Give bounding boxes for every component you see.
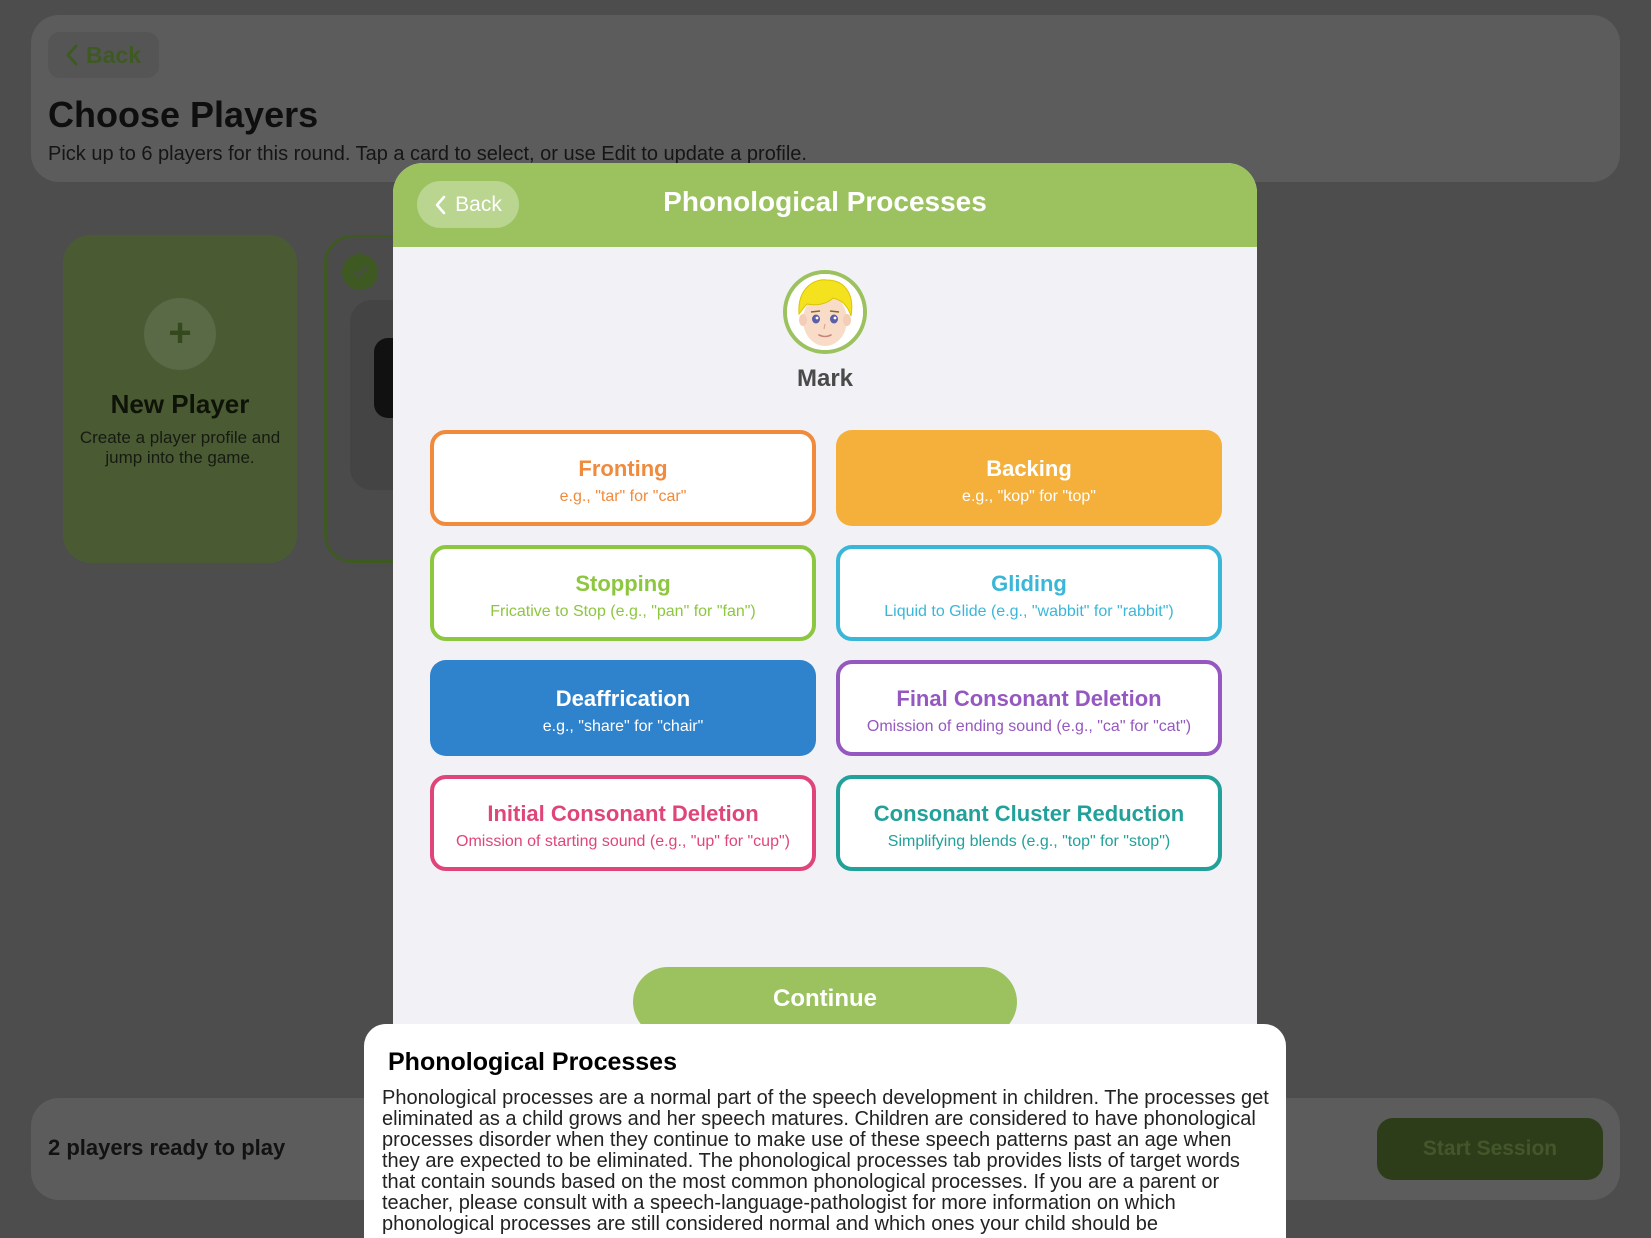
player-name: Mark	[796, 365, 854, 392]
process-title: Final Consonant Deletion	[896, 686, 1162, 711]
modal-header	[393, 163, 1257, 247]
page-header	[31, 15, 1620, 182]
boy-avatar-icon	[787, 274, 863, 350]
page-subtitle: Pick up to 6 players for this round. Tap…	[48, 143, 807, 165]
process-title: Backing	[986, 456, 1072, 481]
process-title: Consonant Cluster Reduction	[873, 801, 1185, 826]
process-button-backing[interactable]: Backing e.g., "kop" for "top"	[836, 430, 1222, 526]
process-example: Simplifying blends (e.g., "top" for "sto…	[887, 833, 1171, 850]
chevron-left-icon	[435, 195, 446, 214]
page-back-button[interactable]: Back	[48, 32, 159, 78]
player-avatar-hair	[374, 338, 394, 418]
checkmark-icon	[352, 266, 368, 278]
chevron-left-icon	[66, 44, 78, 66]
modal-back-label: Back	[455, 192, 502, 216]
new-player-title: New Player	[110, 389, 250, 419]
process-button-fronting[interactable]: Fronting e.g., "tar" for "car"	[430, 430, 816, 526]
info-popover: Phonological Processes Phonological proc…	[364, 1024, 1286, 1238]
info-body: Phonological processes are a normal part…	[382, 1087, 1269, 1235]
plus-icon: +	[144, 298, 216, 370]
players-ready-text: 2 players ready to play	[48, 1135, 286, 1160]
process-title: Fronting	[578, 456, 668, 481]
process-title: Initial Consonant Deletion	[487, 801, 759, 826]
process-button-deaffrication[interactable]: Deaffrication e.g., "share" for "chair"	[430, 660, 816, 756]
new-player-card[interactable]: + New Player Create a player profile and…	[63, 235, 297, 563]
process-example: e.g., "share" for "chair"	[542, 718, 704, 735]
start-session-button[interactable]: Start Session	[1377, 1118, 1603, 1180]
modal-title: Phonological Processes	[663, 186, 987, 217]
page-back-label: Back	[86, 41, 141, 68]
modal-back-button[interactable]: Back	[417, 181, 519, 228]
page-title: Choose Players	[48, 94, 319, 135]
process-example: e.g., "tar" for "car"	[559, 488, 687, 505]
process-example: Omission of ending sound (e.g., "ca" for…	[866, 718, 1192, 735]
info-title: Phonological Processes	[388, 1048, 677, 1076]
selected-check-badge	[342, 254, 378, 290]
process-title: Gliding	[991, 571, 1067, 596]
player-avatar	[783, 270, 867, 354]
process-example: Omission of starting sound (e.g., "up" f…	[456, 833, 790, 850]
process-example: Fricative to Stop (e.g., "pan" for "fan"…	[490, 603, 756, 620]
process-title: Deaffrication	[555, 686, 691, 711]
process-example: e.g., "kop" for "top"	[962, 488, 1096, 505]
process-example: Liquid to Glide (e.g., "wabbit" for "rab…	[884, 603, 1174, 620]
process-title: Stopping	[575, 571, 671, 596]
new-player-description: Create a player profile and jump into th…	[79, 428, 281, 467]
